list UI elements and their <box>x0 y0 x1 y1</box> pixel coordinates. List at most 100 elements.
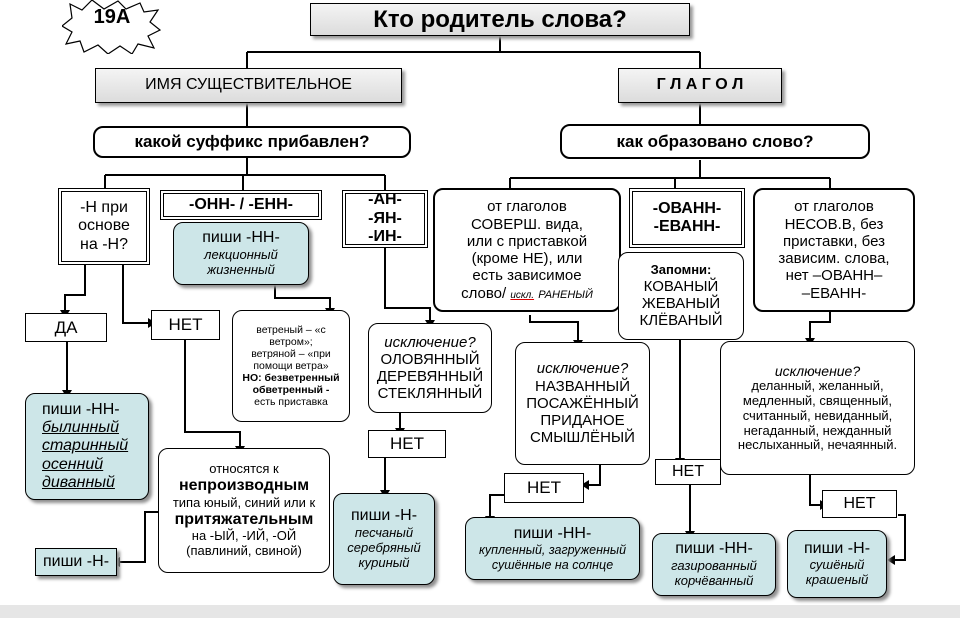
badge-star <box>62 0 162 54</box>
noun-exception-q: исключение? <box>384 333 476 351</box>
perfective-line: есть зависимое <box>472 267 582 285</box>
verb-question-label: как образовано слово? <box>616 131 814 151</box>
yes-write-label: пиши -НН- <box>42 400 120 418</box>
imperfective-no-label: НЕТ <box>843 494 876 512</box>
footer-bar <box>0 605 960 618</box>
remember-word: КОВАНЫЙ <box>643 277 719 295</box>
imperfective-exception-word: неслыханный, нечаянный. <box>737 437 898 453</box>
relative-line: на -ЫЙ, -ИЙ, -ОЙ <box>191 527 297 543</box>
page-title: Кто родитель слова? <box>373 5 627 33</box>
n-base-no: НЕТ <box>151 310 220 340</box>
no-label: НЕТ <box>168 315 203 335</box>
perfective-write-label: пиши -НН- <box>513 524 592 542</box>
noun-exception-word: ДЕРЕВЯННЫЙ <box>376 368 484 385</box>
wind-line: НО: безветренный обветренный - <box>242 372 340 397</box>
an-write-label: пиши -Н- <box>350 507 418 525</box>
remember-title: Запомни: <box>650 261 712 277</box>
verb-exception-no-label: НЕТ <box>527 478 561 498</box>
imperfective-no: НЕТ <box>822 490 897 518</box>
imperfective-exception-word: деланный, желанный, <box>751 377 884 393</box>
noun-exception-word: ОЛОВЯННЫЙ <box>380 350 480 368</box>
an-write-box: пиши -Н- песчаный серебряный куриный <box>333 493 435 585</box>
relative-note: относятся к непроизводным типа юный, син… <box>158 448 330 573</box>
relative-line: непроизводным <box>178 477 310 495</box>
n-base-question: -Н при основе на -Н? <box>58 188 150 265</box>
ovann-write-box: пиши -НН- газированный корчёванный <box>652 533 776 596</box>
imperfective-exception: исключение? деланный, желанный, медленны… <box>720 341 915 475</box>
verb-exception-word: СМЫШЛЁНЫЙ <box>530 429 635 447</box>
n-base-line: -Н при <box>80 198 128 216</box>
verb-exception: исключение? НАЗВАННЫЙ ПОСАЖЁННЫЙ ПРИДАНО… <box>515 342 650 465</box>
ovann-write-label: пиши -НН- <box>675 540 753 558</box>
page-title-box: Кто родитель слова? <box>310 3 690 36</box>
perfective-line: слово/ <box>461 284 507 302</box>
noun-exception-word: СТЕКЛЯННЫЙ <box>377 385 483 403</box>
verb-exception-q: исключение? <box>536 360 629 378</box>
ovann-line: -ЕВАНН- <box>653 218 721 235</box>
relative-line: относятся к <box>209 461 279 477</box>
perfective-box: от глаголов СОВЕРШ. вида, или с приставк… <box>433 188 621 312</box>
imperfective-exception-word: негаданный, нежданный <box>743 422 892 438</box>
perfective-line: СОВЕРШ. вида, <box>471 215 583 233</box>
relative-line: типа юный, синий или к <box>172 494 316 510</box>
noun-header: ИМЯ СУЩЕСТВИТЕЛЬНОЕ <box>95 68 402 103</box>
verb-header: Г Л А Г О Л <box>618 68 782 103</box>
an-line: -АН- <box>368 191 402 209</box>
ovann-example: газированный <box>671 557 757 573</box>
an-yan-in-suffix: -АН- -ЯН- -ИН- <box>342 190 428 248</box>
verb-exception-word: ПРИДАНОЕ <box>540 412 625 430</box>
perfective-example: купленный, загруженный <box>478 543 627 558</box>
onn-write-label: пиши -НН- <box>202 229 280 247</box>
wind-note: ветреный – «с ветром»; ветряной – «при п… <box>232 310 350 422</box>
relative-line: (павлиний, свиной) <box>186 542 302 558</box>
ovann-no-label: НЕТ <box>672 462 704 480</box>
remember-word: КЛЁВАНЫЙ <box>639 312 723 330</box>
noun-question-label: какой суффикс прибавлен? <box>134 132 370 152</box>
perfective-line: от глаголов <box>487 198 567 216</box>
noun-question: какой суффикс прибавлен? <box>93 126 411 158</box>
yes-example: старинный <box>42 437 129 455</box>
ovann-example: корчёванный <box>674 572 754 588</box>
imperfective-line: НЕСОВ.В, без <box>784 215 884 233</box>
wind-line: ветреный – «с ветром»; <box>256 323 326 348</box>
imperfective-line: нет –ОВАНН– <box>785 267 883 285</box>
noun-exception: исключение? ОЛОВЯННЫЙ ДЕРЕВЯННЫЙ СТЕКЛЯН… <box>368 323 492 413</box>
an-line: -ЯН- <box>368 209 402 227</box>
yes-write-box: пиши -НН- былинный старинный осенний див… <box>25 393 149 500</box>
imperfective-exception-word: считанный, невиданный, <box>742 407 893 423</box>
n-base-line: основе <box>78 217 130 235</box>
ovann-no: НЕТ <box>655 459 721 485</box>
badge-label: 19А <box>93 6 131 28</box>
wind-line: есть приставка <box>254 396 328 409</box>
onn-enn-suffix: -ОНН- / -ЕНН- <box>160 190 322 220</box>
perfective-last-line: слово/ искл. РАНЕНЫЙ <box>461 285 593 302</box>
ovann-suffix: -ОВАНН- -ЕВАНН- <box>629 188 745 248</box>
imperfective-exception-q: исключение? <box>774 362 861 379</box>
an-example: куриный <box>358 554 410 570</box>
imperfective-example: сушёный <box>809 557 865 573</box>
remember-word: ЖЕВАНЫЙ <box>641 294 721 312</box>
verb-exception-no: НЕТ <box>504 473 584 503</box>
verb-header-label: Г Л А Г О Л <box>656 76 744 94</box>
ovann-line: -ОВАНН- <box>652 199 722 217</box>
perfective-excl-word: РАНЕНЫЙ <box>538 288 593 301</box>
noun-exception-no: НЕТ <box>368 430 446 458</box>
noun-header-label: ИМЯ СУЩЕСТВИТЕЛЬНОЕ <box>145 76 352 94</box>
imperfective-line: от глаголов <box>794 198 874 216</box>
imperfective-write-box: пиши -Н- сушёный крашеный <box>787 530 887 598</box>
onn-write-box: пиши -НН- лекционный жизненный <box>173 222 309 285</box>
imperfective-line: зависим. слова, <box>778 250 890 267</box>
perfective-line: или с приставкой <box>466 232 588 250</box>
imperfective-line: –ЕВАНН- <box>801 284 867 302</box>
imperfective-box: от глаголов НЕСОВ.В, без приставки, без … <box>753 188 915 312</box>
onn-example: жизненный <box>207 261 275 277</box>
remember-box: Запомни: КОВАНЫЙ ЖЕВАНЫЙ КЛЁВАНЫЙ <box>618 252 744 340</box>
n-base-line: на -Н? <box>80 235 128 253</box>
imperfective-example: крашеный <box>805 572 869 588</box>
imperfective-line: приставки, без <box>783 232 885 250</box>
n-base-yes: ДА <box>25 313 107 342</box>
perfective-example: сушённые на солнце <box>491 557 614 572</box>
relative-write-label: пиши -Н- <box>42 552 110 570</box>
yes-example: диванный <box>42 474 115 492</box>
yes-example: осенний <box>42 455 104 473</box>
